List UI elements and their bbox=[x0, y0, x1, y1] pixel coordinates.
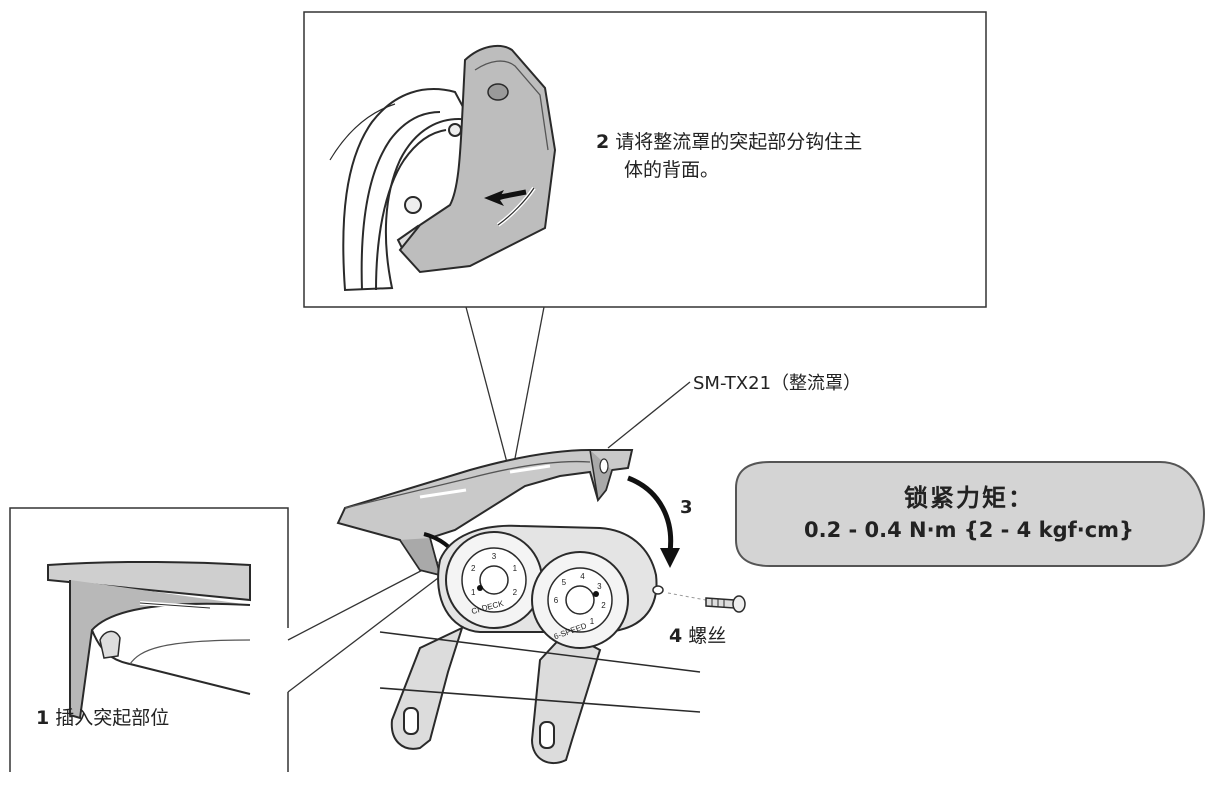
torque-box-shape bbox=[735, 461, 1206, 567]
dial-right-tick: 2 bbox=[601, 601, 606, 610]
step-3-number: 3 bbox=[680, 497, 693, 518]
dial-right-tick: 3 bbox=[597, 582, 602, 591]
dial-right-tick: 6 bbox=[554, 596, 559, 605]
torque-value: 0.2 - 0.4 N·m {2 - 4 kgf·cm} bbox=[803, 518, 1134, 542]
screw bbox=[652, 585, 746, 613]
torque-box: 锁紧力矩： 0.2 - 0.4 N·m {2 - 4 kgf·cm} bbox=[734, 460, 1204, 568]
step-2-line2: 体的背面。 bbox=[624, 159, 720, 181]
step-1-number: 1 bbox=[36, 707, 50, 729]
detail-fairing bbox=[398, 44, 557, 274]
detail-protrusion bbox=[47, 560, 251, 720]
arrow-step3-icon bbox=[627, 475, 680, 568]
step-4-number: 4 bbox=[669, 625, 683, 647]
dial-right-tick: 1 bbox=[590, 617, 595, 626]
dial-left-tick: 3 bbox=[492, 552, 497, 561]
dial-right: 6-SPEED bbox=[531, 551, 629, 649]
dial-right-tick: 4 bbox=[580, 572, 585, 581]
torque-title: 锁紧力矩： bbox=[904, 484, 1034, 512]
step-2-number: 2 bbox=[596, 131, 610, 153]
dial-right-tick: 5 bbox=[562, 578, 567, 587]
dial-left-tick: 2 bbox=[471, 564, 476, 573]
dial-left-tick: 1 bbox=[471, 588, 476, 597]
dial-left: CI-DECK bbox=[445, 531, 543, 629]
step-1-label: 1 插入突起部位 bbox=[36, 704, 169, 732]
dial-left-tick: 2 bbox=[513, 588, 518, 597]
step-4-text: 螺丝 bbox=[688, 625, 727, 647]
fairing-main bbox=[336, 449, 634, 577]
step-2-line1: 请将整流罩的突起部分钩住主 bbox=[615, 131, 863, 153]
part-label: SM-TX21（整流罩） bbox=[693, 373, 862, 394]
callout-top-text: 2 请将整流罩的突起部分钩住主 体的背面。 bbox=[596, 128, 976, 184]
part-label-leader bbox=[607, 381, 691, 449]
callout-left bbox=[9, 507, 447, 772]
dial-left-tick: 1 bbox=[513, 564, 518, 573]
step-4-label: 4 螺丝 bbox=[669, 622, 726, 650]
step-1-text: 插入突起部位 bbox=[55, 707, 170, 729]
callout-top bbox=[303, 11, 987, 475]
